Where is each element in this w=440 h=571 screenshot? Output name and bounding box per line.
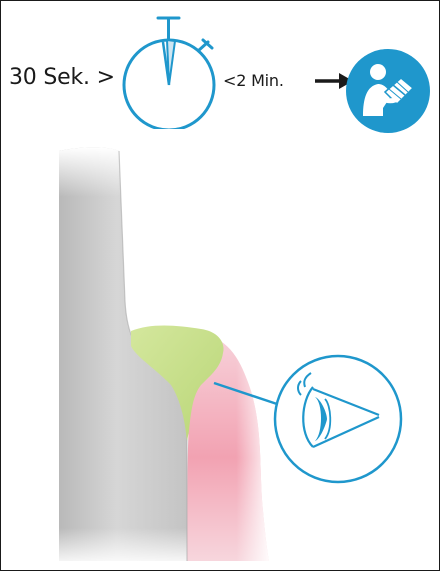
eye-icon <box>275 356 401 482</box>
stopwatch-icon <box>119 11 223 129</box>
read-instructions-icon <box>345 48 431 134</box>
max-time-label: <2 Min. <box>223 71 284 90</box>
min-time-label: 30 Sek. > <box>9 65 115 90</box>
